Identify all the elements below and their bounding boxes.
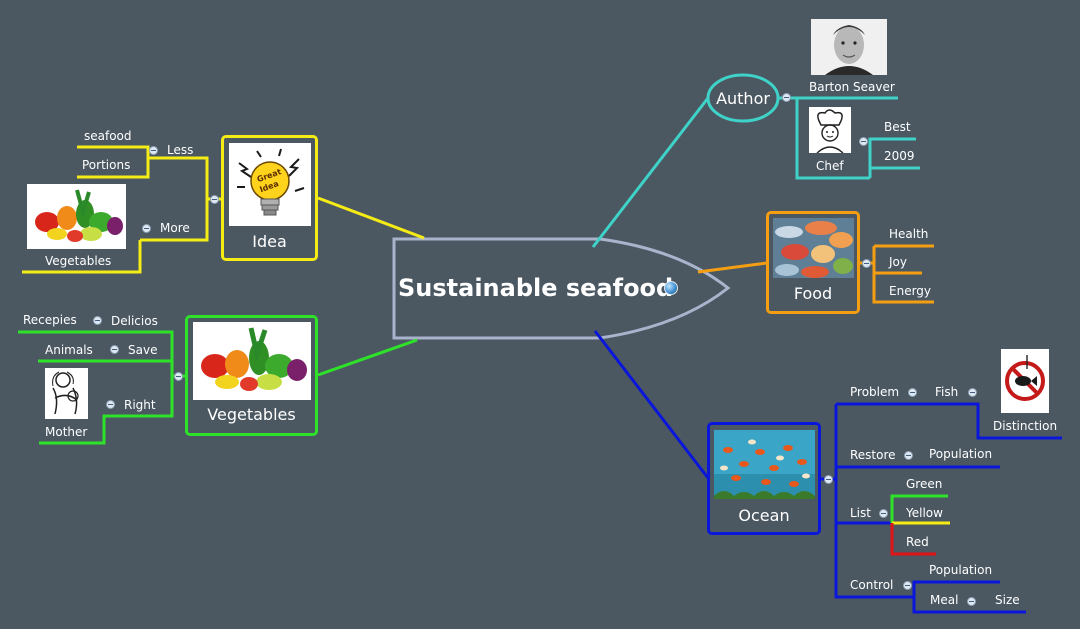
ocean-restore-population[interactable]: Population (929, 447, 993, 461)
food-item-joy[interactable]: Joy (889, 255, 907, 269)
vegetables-save-label[interactable]: Save (128, 343, 158, 357)
food-collapse-toggle[interactable] (862, 259, 871, 268)
list-green-connector (890, 494, 948, 523)
vegetables-image (193, 322, 311, 400)
ocean-node[interactable] (707, 422, 821, 535)
ocean-problem-label[interactable]: Problem (850, 385, 900, 399)
vegetables-delicios-label[interactable]: Delicios (111, 314, 158, 328)
control-meal-item[interactable]: Meal (930, 593, 959, 607)
save-collapse-toggle[interactable] (110, 345, 119, 354)
more-collapse-toggle[interactable] (142, 224, 151, 233)
food-node-label: Food (793, 284, 833, 303)
right-collapse-toggle[interactable] (106, 400, 115, 409)
chef-item-best[interactable]: Best (884, 120, 911, 134)
list-item-yellow[interactable]: Yellow (906, 506, 943, 520)
chef-icon (809, 107, 851, 153)
vegetables-mother-item[interactable]: Mother (45, 425, 88, 439)
less-collapse-toggle[interactable] (149, 146, 158, 155)
branch-idea (317, 196, 425, 240)
idea-connectors (22, 145, 222, 274)
list-item-red[interactable]: Red (906, 535, 929, 549)
vegetables-node-label: Vegetables (207, 405, 296, 424)
ocean-node-label: Ocean (738, 506, 790, 525)
branch-food (697, 261, 768, 274)
food-item-health[interactable]: Health (889, 227, 929, 241)
ocean-list-label[interactable]: List (850, 506, 871, 520)
ocean-connectors (821, 402, 1062, 614)
idea-more-label[interactable]: More (160, 221, 190, 235)
idea-less-item-portions[interactable]: Portions (82, 158, 131, 172)
vegetables-image-small (27, 184, 126, 249)
mother-child-image (45, 368, 88, 419)
author-name[interactable]: Barton Seaver (809, 80, 895, 94)
chef-item-2009[interactable]: 2009 (884, 149, 915, 163)
idea-node[interactable] (221, 135, 318, 261)
ocean-control-label[interactable]: Control (850, 578, 894, 592)
vegetables-recepies-item[interactable]: Recepies (23, 313, 77, 327)
author-node-ellipse[interactable] (706, 73, 780, 123)
ocean-fish-label[interactable]: Fish (935, 385, 959, 399)
restore-collapse-toggle[interactable] (904, 451, 913, 460)
control-population-item[interactable]: Population (929, 563, 993, 577)
idea-node-label: Idea (252, 232, 287, 251)
seafood-image (773, 218, 854, 278)
branch-ocean (593, 330, 710, 479)
food-node[interactable] (766, 211, 860, 314)
author-connectors (778, 96, 920, 180)
delicios-collapse-toggle[interactable] (93, 316, 102, 325)
food-item-energy[interactable]: Energy (889, 284, 932, 298)
author-photo (811, 19, 887, 75)
author-node-label: Author (716, 89, 770, 108)
list-item-green[interactable]: Green (906, 477, 943, 491)
control-collapse-toggle[interactable] (903, 581, 912, 590)
ocean-restore-label[interactable]: Restore (850, 448, 896, 462)
branch-vegetables (317, 338, 418, 377)
chef-collapse-toggle[interactable] (859, 137, 868, 146)
problem-collapse-toggle[interactable] (908, 388, 917, 397)
ocean-image (714, 430, 815, 499)
ocean-collapse-toggle[interactable] (824, 475, 833, 484)
list-red-connector (890, 523, 936, 556)
meal-collapse-toggle[interactable] (967, 597, 976, 606)
lightbulb-icon: Great Idea (229, 143, 311, 226)
fish-collapse-toggle[interactable] (968, 388, 977, 397)
idea-less-item-seafood[interactable]: seafood (84, 129, 132, 143)
no-fishing-sign-image (1001, 349, 1049, 413)
ocean-distinction-label[interactable]: Distinction (993, 419, 1058, 433)
vegetables-collapse-toggle[interactable] (174, 372, 183, 381)
list-collapse-toggle[interactable] (879, 509, 888, 518)
idea-more-item-vegetables[interactable]: Vegetables (45, 254, 112, 268)
chef-label[interactable]: Chef (816, 159, 844, 173)
idea-collapse-toggle[interactable] (210, 195, 219, 204)
control-size-item[interactable]: Size (995, 593, 1020, 607)
author-collapse-toggle[interactable] (782, 93, 791, 102)
vegetables-node[interactable] (185, 315, 318, 436)
vegetables-animals-item[interactable]: Animals (45, 343, 93, 357)
central-topic-shape[interactable] (392, 237, 731, 340)
vegetables-connectors (18, 330, 186, 445)
central-topic-title[interactable]: Sustainable seafood (398, 274, 674, 302)
vegetables-right-label[interactable]: Right (124, 398, 156, 412)
idea-less-label[interactable]: Less (167, 143, 194, 157)
branch-author (591, 97, 710, 248)
globe-icon (664, 281, 678, 295)
